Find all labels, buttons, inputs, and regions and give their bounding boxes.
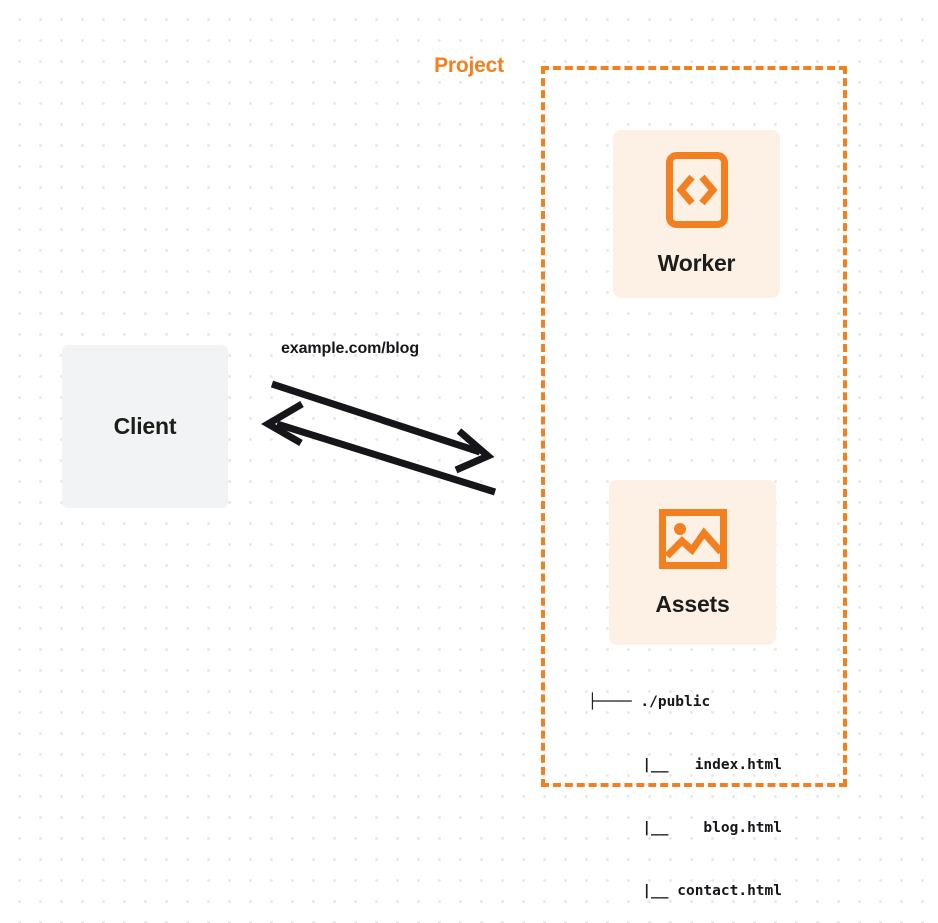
assets-node[interactable]: Assets [609, 480, 776, 645]
client-node[interactable]: Client [62, 345, 228, 508]
assets-node-label: Assets [655, 590, 730, 617]
worker-node[interactable]: Worker [613, 130, 780, 298]
file-tree-root: ├──── ./public [588, 694, 711, 710]
file-tree-item: |__ contact.html [642, 883, 782, 899]
connection-label: example.com/blog [281, 340, 419, 357]
code-brackets-icon [665, 151, 729, 234]
file-tree-item: |__ blog.html [642, 820, 782, 836]
project-container [541, 66, 847, 787]
project-title: Project [427, 54, 511, 78]
worker-node-label: Worker [657, 250, 736, 276]
image-icon [658, 508, 728, 575]
request-arrow [270, 380, 495, 474]
response-arrow [261, 400, 497, 496]
client-node-label: Client [113, 413, 177, 439]
assets-file-tree: ├──── ./public |__ index.html |__ blog.h… [588, 650, 782, 923]
file-tree-item: |__ index.html [642, 757, 782, 773]
